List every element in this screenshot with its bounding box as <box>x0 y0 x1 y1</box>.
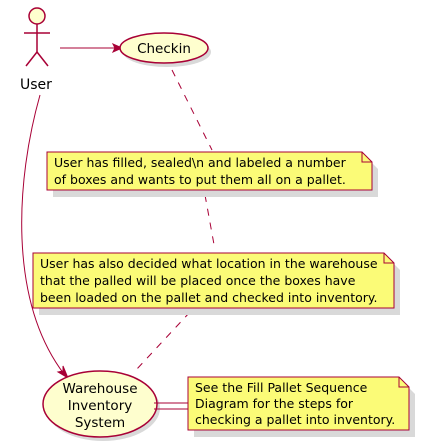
note-3-line-1: See the Fill Pallet Sequence <box>195 380 368 395</box>
note-2-line-3: been loaded on the pallet and checked in… <box>40 290 378 305</box>
usecase-inventory-line-1: Warehouse <box>62 381 137 397</box>
note-3-line-2: Diagram for the steps for <box>195 396 354 411</box>
dashed-connector-note1-note2 <box>204 194 216 251</box>
dashed-connector-note2-inventory <box>135 311 191 371</box>
usecase-checkin[interactable]: Checkin <box>119 32 211 67</box>
note-1-line-2: of boxes and wants to put them all on a … <box>54 172 346 187</box>
actor-user[interactable]: User <box>20 7 52 93</box>
note-3: See the Fill Pallet Sequence Diagram for… <box>187 376 415 437</box>
usecase-inventory-line-3: System <box>75 415 125 431</box>
actor-left-leg <box>25 51 38 67</box>
actor-head <box>28 7 46 25</box>
note-1: User has filled, sealed\n and labeled a … <box>46 151 378 197</box>
note-3-line-3: checking a pallet into inventory. <box>195 412 395 427</box>
usecase-warehouse-inventory-system[interactable]: Warehouse Inventory System <box>42 370 160 441</box>
actor-right-leg <box>36 51 49 67</box>
note-2: User has also decided what location in t… <box>32 252 400 315</box>
connector-inventory-note3 <box>154 402 188 410</box>
actor-label: User <box>20 77 52 93</box>
arrow-user-to-checkin <box>60 42 124 54</box>
note-1-line-1: User has filled, sealed\n and labeled a … <box>54 155 347 170</box>
note-2-line-1: User has also decided what location in t… <box>40 256 378 271</box>
usecase-inventory-line-2: Inventory <box>68 398 132 414</box>
arrow-user-to-inventory <box>21 94 70 380</box>
usecase-checkin-label: Checkin <box>137 41 191 57</box>
note-2-line-2: that the palled will be placed once the … <box>40 273 356 288</box>
dashed-connector-checkin-note1 <box>171 69 213 151</box>
